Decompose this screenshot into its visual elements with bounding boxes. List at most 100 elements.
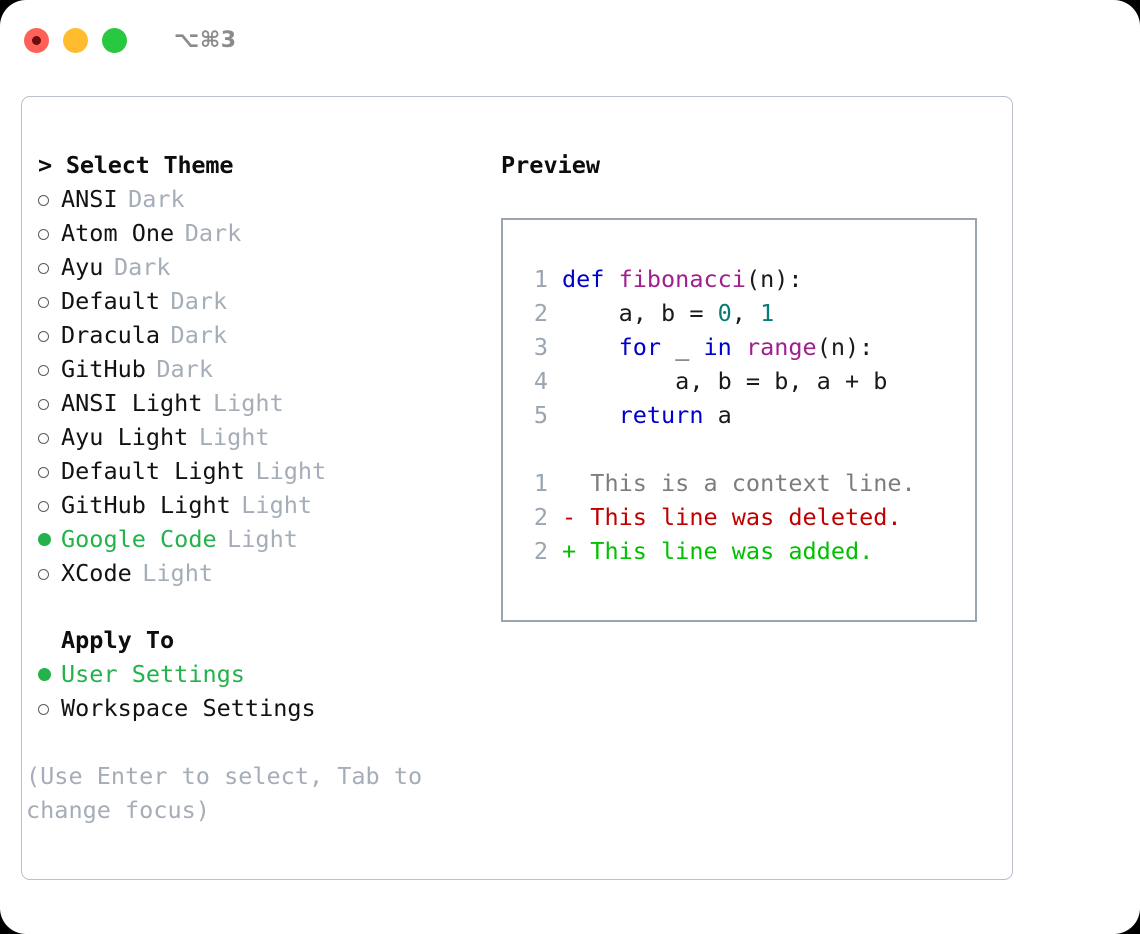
code-token	[732, 333, 746, 361]
code-line-content: for _ in range(n):	[562, 330, 874, 364]
line-number: 3	[533, 333, 548, 361]
title-bar: ⌥⌘3	[0, 0, 1140, 80]
traffic-light-group	[24, 27, 127, 53]
line-number: 5	[533, 401, 548, 429]
diff-text: This line was added.	[590, 537, 874, 565]
select-theme-heading: > Select Theme	[38, 151, 234, 179]
theme-option-xcode[interactable]: XCode Light	[38, 556, 468, 590]
theme-option-google-code[interactable]: Google Code Light	[38, 522, 468, 556]
theme-option-kind: Light	[198, 423, 270, 451]
keyboard-shortcut-label: ⌥⌘3	[174, 27, 237, 53]
radio-unselected-icon	[38, 249, 61, 283]
radio-selected-icon	[38, 656, 61, 690]
diff-marker	[562, 469, 590, 497]
theme-option-ayu[interactable]: Ayu Dark	[38, 250, 468, 284]
theme-option-label: GitHub Light	[61, 491, 231, 519]
radio-unselected-icon	[38, 283, 61, 317]
theme-option-kind: Dark	[184, 219, 242, 247]
radio-unselected-icon	[38, 555, 61, 589]
theme-option-kind: Light	[227, 525, 298, 553]
theme-option-kind: Dark	[170, 287, 228, 315]
theme-option-ayu-light[interactable]: Ayu Light Light	[38, 420, 468, 454]
theme-option-github-light[interactable]: GitHub Light Light	[38, 488, 468, 522]
diff-line: 1 This is a context line.	[516, 466, 916, 500]
theme-option-default-light[interactable]: Default Light Light	[38, 454, 468, 488]
theme-option-atom-one[interactable]: Atom One Dark	[38, 216, 468, 250]
theme-option-label: Ayu Light	[61, 423, 189, 451]
code-token: a, b = b, a + b	[562, 367, 888, 395]
minimize-window-button[interactable]	[63, 27, 88, 53]
maximize-window-button[interactable]	[102, 27, 127, 53]
code-line-content: a, b = b, a + b	[562, 364, 887, 398]
preview-heading: Preview	[501, 151, 601, 179]
theme-option-kind: Light	[142, 559, 213, 587]
theme-option-kind: Dark	[113, 253, 171, 281]
radio-unselected-icon	[38, 487, 61, 521]
theme-option-default[interactable]: Default Dark	[38, 284, 468, 318]
theme-option-label: Dracula	[61, 321, 161, 349]
diff-marker: -	[562, 503, 591, 531]
theme-option-label: ANSI	[61, 185, 118, 213]
line-number: 4	[533, 367, 548, 395]
theme-option-label: XCode	[61, 559, 132, 587]
radio-unselected-icon	[38, 453, 61, 487]
theme-option-kind: Light	[212, 389, 284, 417]
theme-option-label: Default	[61, 287, 161, 315]
code-line: 4 a, b = b, a + b	[516, 364, 916, 398]
code-token: (n):	[816, 333, 874, 361]
code-token	[562, 333, 619, 361]
diff-line-content: + This line was added.	[562, 534, 873, 568]
apply-to-option-label: Workspace Settings	[61, 694, 316, 722]
code-token: fibonacci	[618, 265, 746, 293]
code-line-content: def fibonacci(n):	[562, 262, 803, 296]
diff-line-content: - This line was deleted.	[562, 500, 902, 534]
line-number: 2	[533, 299, 548, 327]
theme-option-label: Google Code	[61, 525, 217, 553]
radio-unselected-icon	[38, 690, 61, 724]
theme-option-kind: Dark	[170, 321, 228, 349]
code-line: 3 for _ in range(n):	[516, 330, 916, 364]
close-window-button[interactable]	[24, 27, 49, 53]
diff-line: 2 + This line was added.	[516, 534, 916, 568]
radio-unselected-icon	[38, 385, 61, 419]
code-token: range	[745, 333, 817, 361]
apply-to-option-user-settings[interactable]: User Settings	[38, 657, 468, 691]
code-token: in	[703, 333, 732, 361]
theme-option-label: Default Light	[61, 457, 245, 485]
code-line: 5 return a	[516, 398, 916, 432]
diff-line-content: This is a context line.	[562, 466, 916, 500]
line-number: 2	[533, 503, 548, 531]
theme-option-label: Ayu	[61, 253, 104, 281]
code-token: ,	[731, 299, 761, 327]
code-token: return	[618, 401, 704, 429]
theme-option-label: Atom One	[61, 219, 175, 247]
diff-marker: +	[562, 537, 591, 565]
apply-to-option-workspace-settings[interactable]: Workspace Settings	[38, 691, 468, 725]
line-number: 2	[533, 537, 548, 565]
code-token: _	[661, 333, 704, 361]
radio-unselected-icon	[38, 181, 61, 215]
theme-option-ansi-light[interactable]: ANSI Light Light	[38, 386, 468, 420]
diff-text: This line was deleted.	[590, 503, 902, 531]
theme-option-kind: Dark	[156, 355, 213, 383]
diff-text: This is a context line.	[590, 469, 916, 497]
theme-option-kind: Light	[255, 457, 327, 485]
code-token: 1	[760, 299, 775, 327]
theme-option-label: ANSI Light	[61, 389, 203, 417]
theme-option-kind: Light	[241, 491, 313, 519]
apply-to-heading: Apply To	[61, 626, 175, 654]
code-token: a	[703, 401, 732, 429]
theme-option-dracula[interactable]: Dracula Dark	[38, 318, 468, 352]
code-token: (n):	[745, 265, 803, 293]
code-line: 2 a, b = 0, 1	[516, 296, 916, 330]
code-token: 0	[717, 299, 732, 327]
code-line-content: return a	[562, 398, 732, 432]
